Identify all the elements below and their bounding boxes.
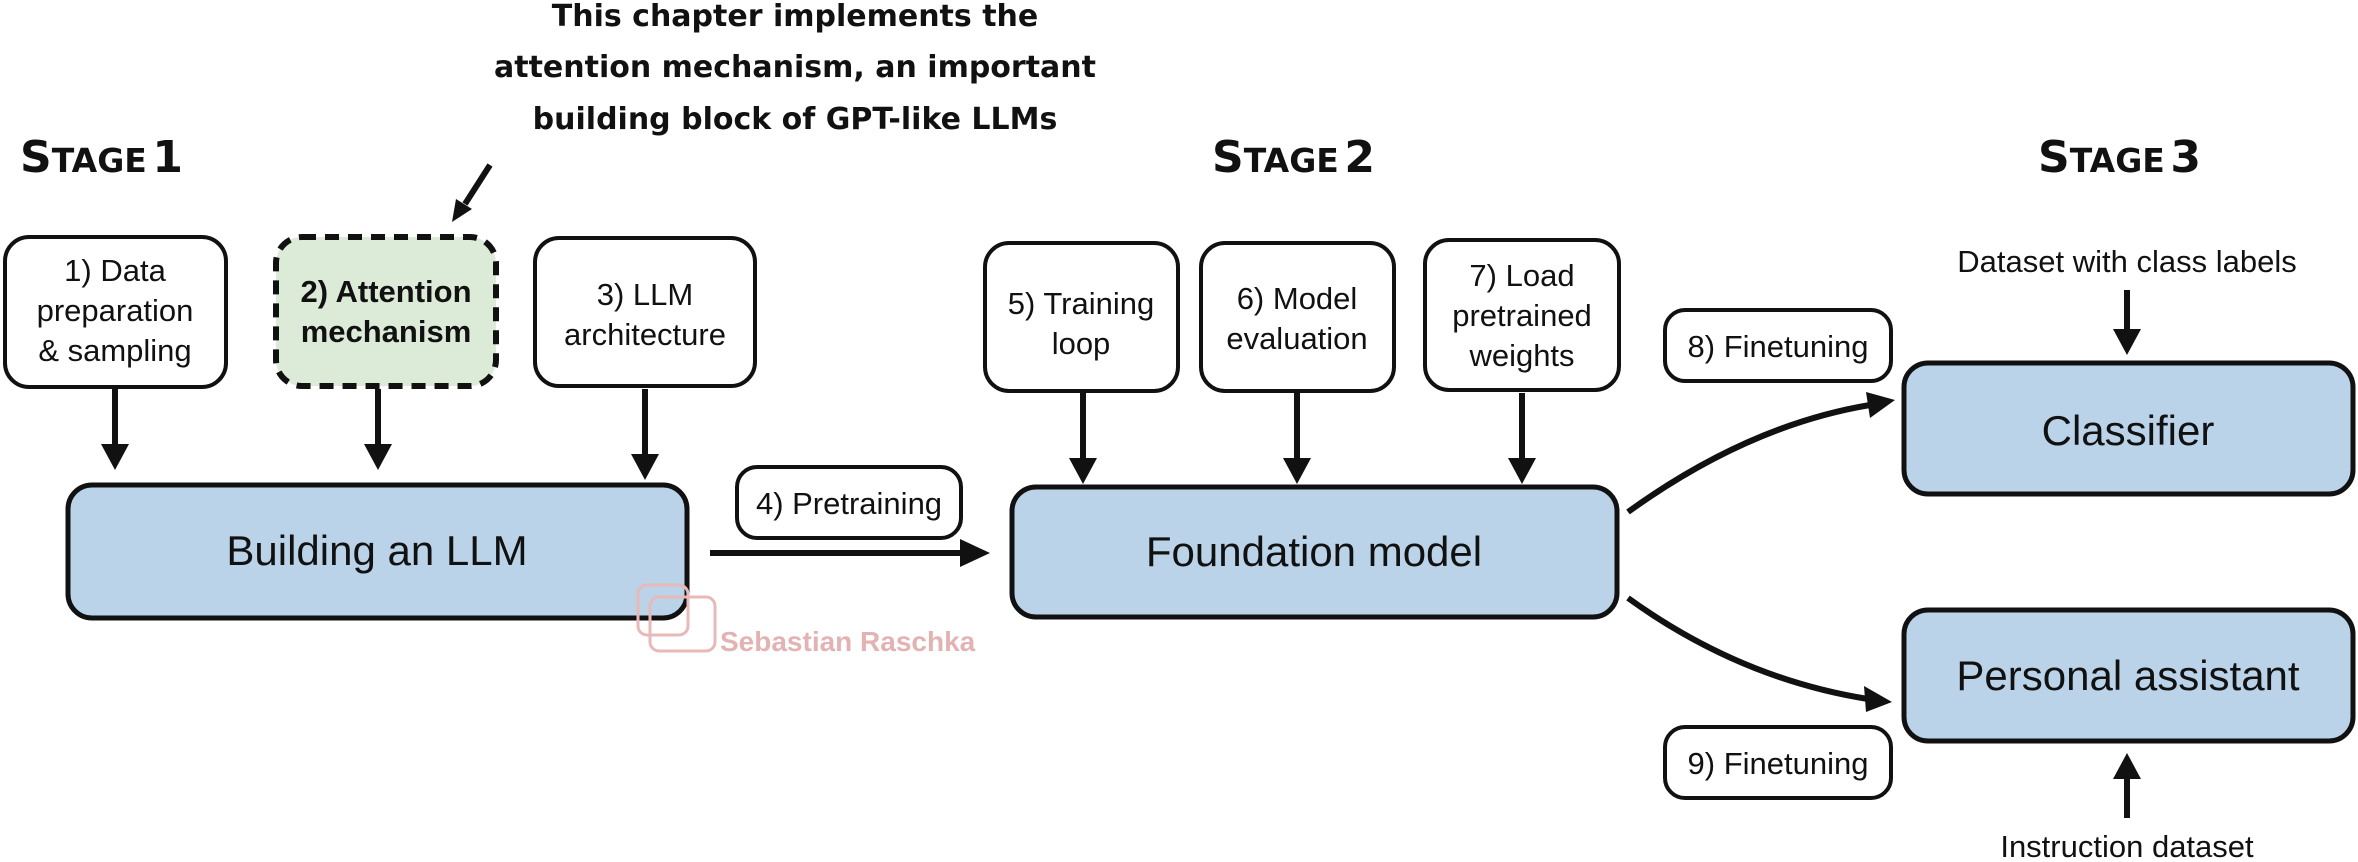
- step-finetuning-classifier: 8) Finetuning: [1663, 308, 1893, 383]
- step-label-line: mechanism: [301, 314, 472, 349]
- step-label-line: 5) Training: [1008, 286, 1154, 321]
- stage-2-heading: STAGE 2: [1212, 132, 1375, 183]
- arrowhead: [1508, 458, 1536, 484]
- step-label-line: 6) Model: [1237, 281, 1358, 316]
- step-label-line: 4) Pretraining: [756, 486, 942, 521]
- building-llm-label: Building an LLM: [226, 527, 527, 574]
- step-attention-mechanism: 2) Attention mechanism: [273, 234, 499, 389]
- step-box: [1663, 308, 1893, 383]
- step-box: [983, 241, 1180, 393]
- step-data-preparation: 1) Data preparation & sampling: [3, 235, 228, 389]
- note-pointer-arrowhead: [452, 199, 472, 222]
- step-label-line: loop: [1052, 326, 1111, 361]
- step-pretraining: 4) Pretraining: [735, 465, 963, 540]
- chapter-note: This chapter implements the attention me…: [494, 0, 1096, 137]
- step-label-line: evaluation: [1226, 321, 1367, 356]
- arrowhead: [1864, 686, 1892, 712]
- step-box-highlighted: [273, 234, 499, 389]
- main-box: [1901, 360, 2356, 497]
- chapter-note-line-2: attention mechanism, an important: [494, 50, 1096, 85]
- stage-1-heading: STAGE 1: [20, 132, 183, 183]
- building-llm-box: Building an LLM: [65, 482, 690, 621]
- main-box: [1009, 484, 1620, 620]
- arrowhead: [1069, 458, 1097, 484]
- step-box: [3, 235, 228, 389]
- step-box: [735, 465, 963, 540]
- step-label-line: weights: [1468, 338, 1574, 373]
- instruction-dataset-label: Instruction dataset: [2000, 829, 2254, 862]
- watermark-text: Sebastian Raschka: [720, 626, 976, 657]
- classifier-box: Classifier: [1901, 360, 2356, 497]
- class-labels-dataset-label: Dataset with class labels: [1957, 244, 2296, 279]
- watermark-logo-icon: [636, 583, 690, 637]
- step-llm-architecture: 3) LLM architecture: [533, 236, 757, 388]
- step-box: [1199, 241, 1396, 393]
- step-label-line: 2) Attention: [300, 274, 471, 309]
- step-label-line: preparation: [37, 293, 194, 328]
- arrowhead: [101, 444, 129, 470]
- arrowhead: [960, 539, 990, 567]
- step-label-line: 8) Finetuning: [1688, 329, 1869, 364]
- main-box: [65, 482, 690, 621]
- watermark-logo-icon: [648, 595, 717, 653]
- personal-assistant-box: Personal assistant: [1901, 607, 2356, 744]
- step-label-line: 9) Finetuning: [1688, 746, 1869, 781]
- step-label-line: 7) Load: [1469, 258, 1574, 293]
- step-model-evaluation: 6) Model evaluation: [1199, 241, 1396, 393]
- stage-3-heading: STAGE 3: [2038, 132, 2201, 183]
- step-load-pretrained-weights: 7) Load pretrained weights: [1423, 238, 1621, 392]
- arrowhead: [1283, 458, 1311, 484]
- arrowhead: [2113, 329, 2141, 355]
- arrow-to-assistant: [1626, 595, 1869, 702]
- step-label-line: & sampling: [38, 333, 191, 368]
- arrow-to-classifier: [1626, 402, 1871, 515]
- step-box: [533, 236, 757, 388]
- watermark: Sebastian Raschka: [636, 583, 976, 657]
- arrowhead: [1866, 392, 1895, 418]
- chapter-note-line-3: building block of GPT-like LLMs: [533, 102, 1058, 137]
- step-label-line: pretrained: [1452, 298, 1592, 333]
- main-box: [1901, 607, 2356, 744]
- foundation-model-box: Foundation model: [1009, 484, 1620, 620]
- step-label-line: architecture: [564, 317, 726, 352]
- step-training-loop: 5) Training loop: [983, 241, 1180, 393]
- classifier-label: Classifier: [2042, 407, 2215, 454]
- note-pointer-arrow: [462, 163, 493, 206]
- chapter-note-line-1: This chapter implements the: [552, 0, 1039, 34]
- arrowhead: [2113, 753, 2141, 779]
- foundation-model-label: Foundation model: [1146, 528, 1482, 575]
- arrowhead: [364, 444, 392, 470]
- step-label-line: 1) Data: [64, 253, 166, 288]
- step-box: [1423, 238, 1621, 392]
- personal-assistant-label: Personal assistant: [1956, 652, 2300, 699]
- step-label-line: 3) LLM: [597, 277, 693, 312]
- step-finetuning-assistant: 9) Finetuning: [1663, 725, 1893, 800]
- step-box: [1663, 725, 1893, 800]
- arrowhead: [631, 454, 659, 480]
